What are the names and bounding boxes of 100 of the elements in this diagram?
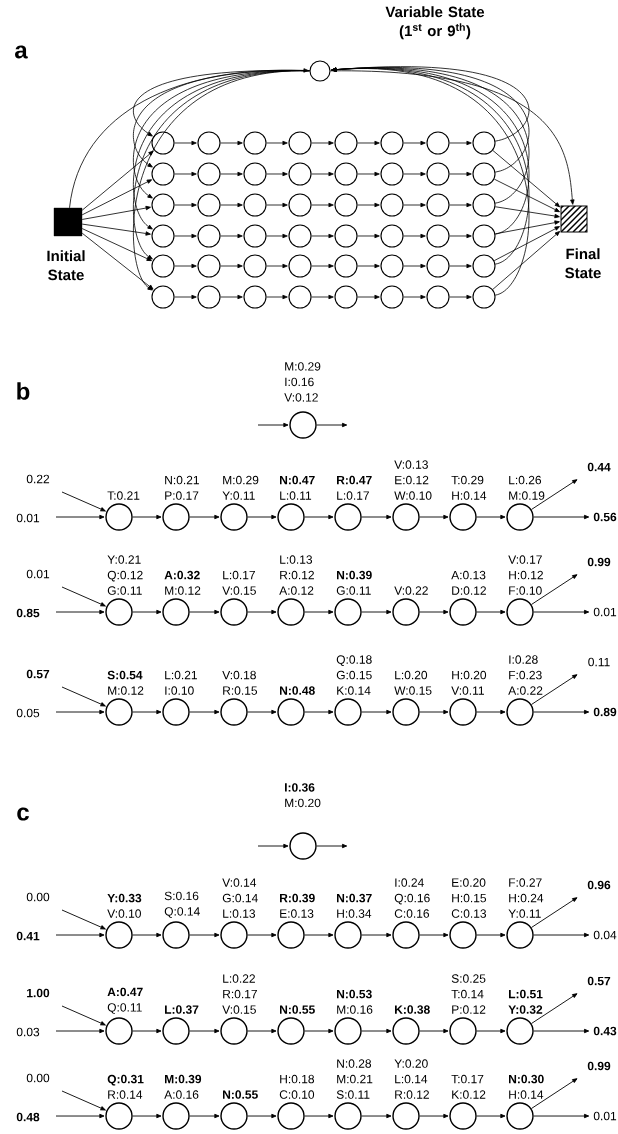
emission-label: T:0.17 K:0.12 bbox=[451, 1074, 486, 1099]
arrow bbox=[81, 150, 154, 211]
state-circle bbox=[472, 131, 496, 155]
state-circle bbox=[151, 224, 175, 248]
emission-label: N:0.48 bbox=[280, 686, 315, 695]
state-circle bbox=[243, 162, 267, 186]
state-circle bbox=[243, 254, 267, 278]
emission-label: V:0.13 E:0.12 W:0.10 bbox=[394, 460, 432, 500]
arrow bbox=[419, 514, 449, 520]
arrow bbox=[304, 1113, 334, 1119]
emission-label: N:0.47 L:0.11 bbox=[280, 475, 315, 500]
emission-label: N:0.39 G:0.11 bbox=[336, 570, 372, 595]
state-circle bbox=[426, 131, 450, 155]
state-circle bbox=[334, 224, 358, 248]
state-circle bbox=[380, 254, 404, 278]
arrow bbox=[357, 233, 380, 239]
arrow bbox=[174, 140, 197, 146]
arrow bbox=[189, 609, 220, 615]
emission-label: S:0.16 Q:0.14 bbox=[164, 891, 200, 918]
arrow bbox=[476, 932, 506, 938]
state-circle bbox=[472, 224, 496, 248]
edge-label: 1.00 bbox=[25, 987, 51, 999]
state-circle bbox=[197, 131, 221, 155]
arrow bbox=[531, 993, 578, 1024]
edge-label: 0.01 bbox=[25, 568, 51, 580]
arrow bbox=[304, 1028, 334, 1034]
emission-label: V:0.14 G:0.14 L:0.13 bbox=[222, 878, 258, 918]
arrow bbox=[174, 263, 197, 269]
emission-label: N:0.28 M:0.21 S:0.11 bbox=[336, 1059, 373, 1099]
edge-label: 0.85 bbox=[15, 607, 41, 619]
arrow bbox=[361, 1028, 392, 1034]
edge-label: 0.48 bbox=[15, 1111, 41, 1123]
arrow bbox=[531, 1078, 578, 1109]
arrow bbox=[266, 202, 288, 208]
edge-label: 0.43 bbox=[592, 1025, 618, 1037]
arrow bbox=[266, 294, 288, 300]
arrow bbox=[403, 263, 426, 269]
arrow bbox=[403, 202, 426, 208]
emission-label: L:0.20 W:0.15 bbox=[394, 670, 432, 695]
arrow bbox=[81, 232, 154, 290]
arrow bbox=[361, 932, 392, 938]
emission-label: H:0.18 C:0.10 bbox=[279, 1074, 315, 1099]
arrow bbox=[493, 226, 560, 262]
state-circle bbox=[426, 193, 450, 217]
arrow bbox=[403, 171, 426, 177]
panel-letter: a bbox=[15, 45, 28, 59]
arrow bbox=[174, 294, 197, 300]
state-circle bbox=[426, 162, 450, 186]
arrow bbox=[449, 140, 472, 146]
emission-label: Y:0.20 L:0.14 R:0.12 bbox=[394, 1059, 429, 1099]
emission-label: N:0.55 bbox=[280, 1005, 315, 1014]
edge-label: 0.99 bbox=[586, 556, 612, 568]
arrow bbox=[257, 843, 289, 849]
state-circle bbox=[151, 193, 175, 217]
arrow bbox=[81, 223, 151, 236]
state-circle bbox=[243, 131, 267, 155]
state-circle bbox=[151, 131, 175, 155]
emission-label: N:0.37 H:0.34 bbox=[337, 893, 372, 918]
emission-label: R:0.39 E:0.13 bbox=[280, 893, 315, 918]
arrow bbox=[304, 709, 334, 715]
state-label: Variable State (1$^{st}$ or 9$^{th}$) bbox=[385, 6, 485, 40]
arrow bbox=[531, 479, 578, 510]
arrow bbox=[247, 514, 277, 520]
arrow bbox=[189, 514, 220, 520]
arrow bbox=[189, 1113, 220, 1119]
state-circle bbox=[151, 254, 175, 278]
arrow bbox=[311, 233, 334, 239]
arrow bbox=[531, 897, 578, 928]
arrow bbox=[357, 202, 380, 208]
emission-label: S:0.25 T:0.14 P:0.12 bbox=[451, 974, 486, 1014]
emission-label: T:0.29 H:0.14 bbox=[451, 475, 487, 500]
arrow bbox=[316, 843, 348, 849]
emission-label: T:0.21 bbox=[107, 491, 140, 500]
edge-label: 0.22 bbox=[25, 473, 51, 485]
edge-label: 0.03 bbox=[15, 1026, 41, 1038]
arrow bbox=[220, 233, 243, 239]
emission-label: H:0.20 V:0.11 bbox=[451, 670, 487, 695]
emission-label: L:0.22 R:0.17 V:0.15 bbox=[222, 974, 257, 1014]
arrow bbox=[304, 609, 334, 615]
arrow bbox=[132, 932, 162, 938]
arrow bbox=[476, 514, 506, 520]
state-circle bbox=[334, 131, 358, 155]
edge-label: 0.00 bbox=[25, 891, 51, 903]
arrow bbox=[533, 1113, 590, 1119]
arrow bbox=[61, 909, 106, 930]
state-circle bbox=[288, 254, 312, 278]
emission-label: E:0.20 H:0.15 C:0.13 bbox=[451, 878, 487, 918]
arrow bbox=[189, 1028, 220, 1034]
arrow bbox=[449, 263, 472, 269]
state-circle bbox=[426, 254, 450, 278]
state-circle bbox=[243, 224, 267, 248]
arrow bbox=[316, 422, 348, 428]
arrow bbox=[493, 178, 560, 213]
arrow bbox=[476, 609, 506, 615]
edge-label: 0.57 bbox=[25, 668, 51, 680]
arrow bbox=[247, 609, 277, 615]
arrow bbox=[266, 233, 288, 239]
state-circle bbox=[426, 285, 450, 309]
emission-label: N:0.55 bbox=[223, 1090, 258, 1099]
edge-label: 0.96 bbox=[586, 879, 612, 891]
